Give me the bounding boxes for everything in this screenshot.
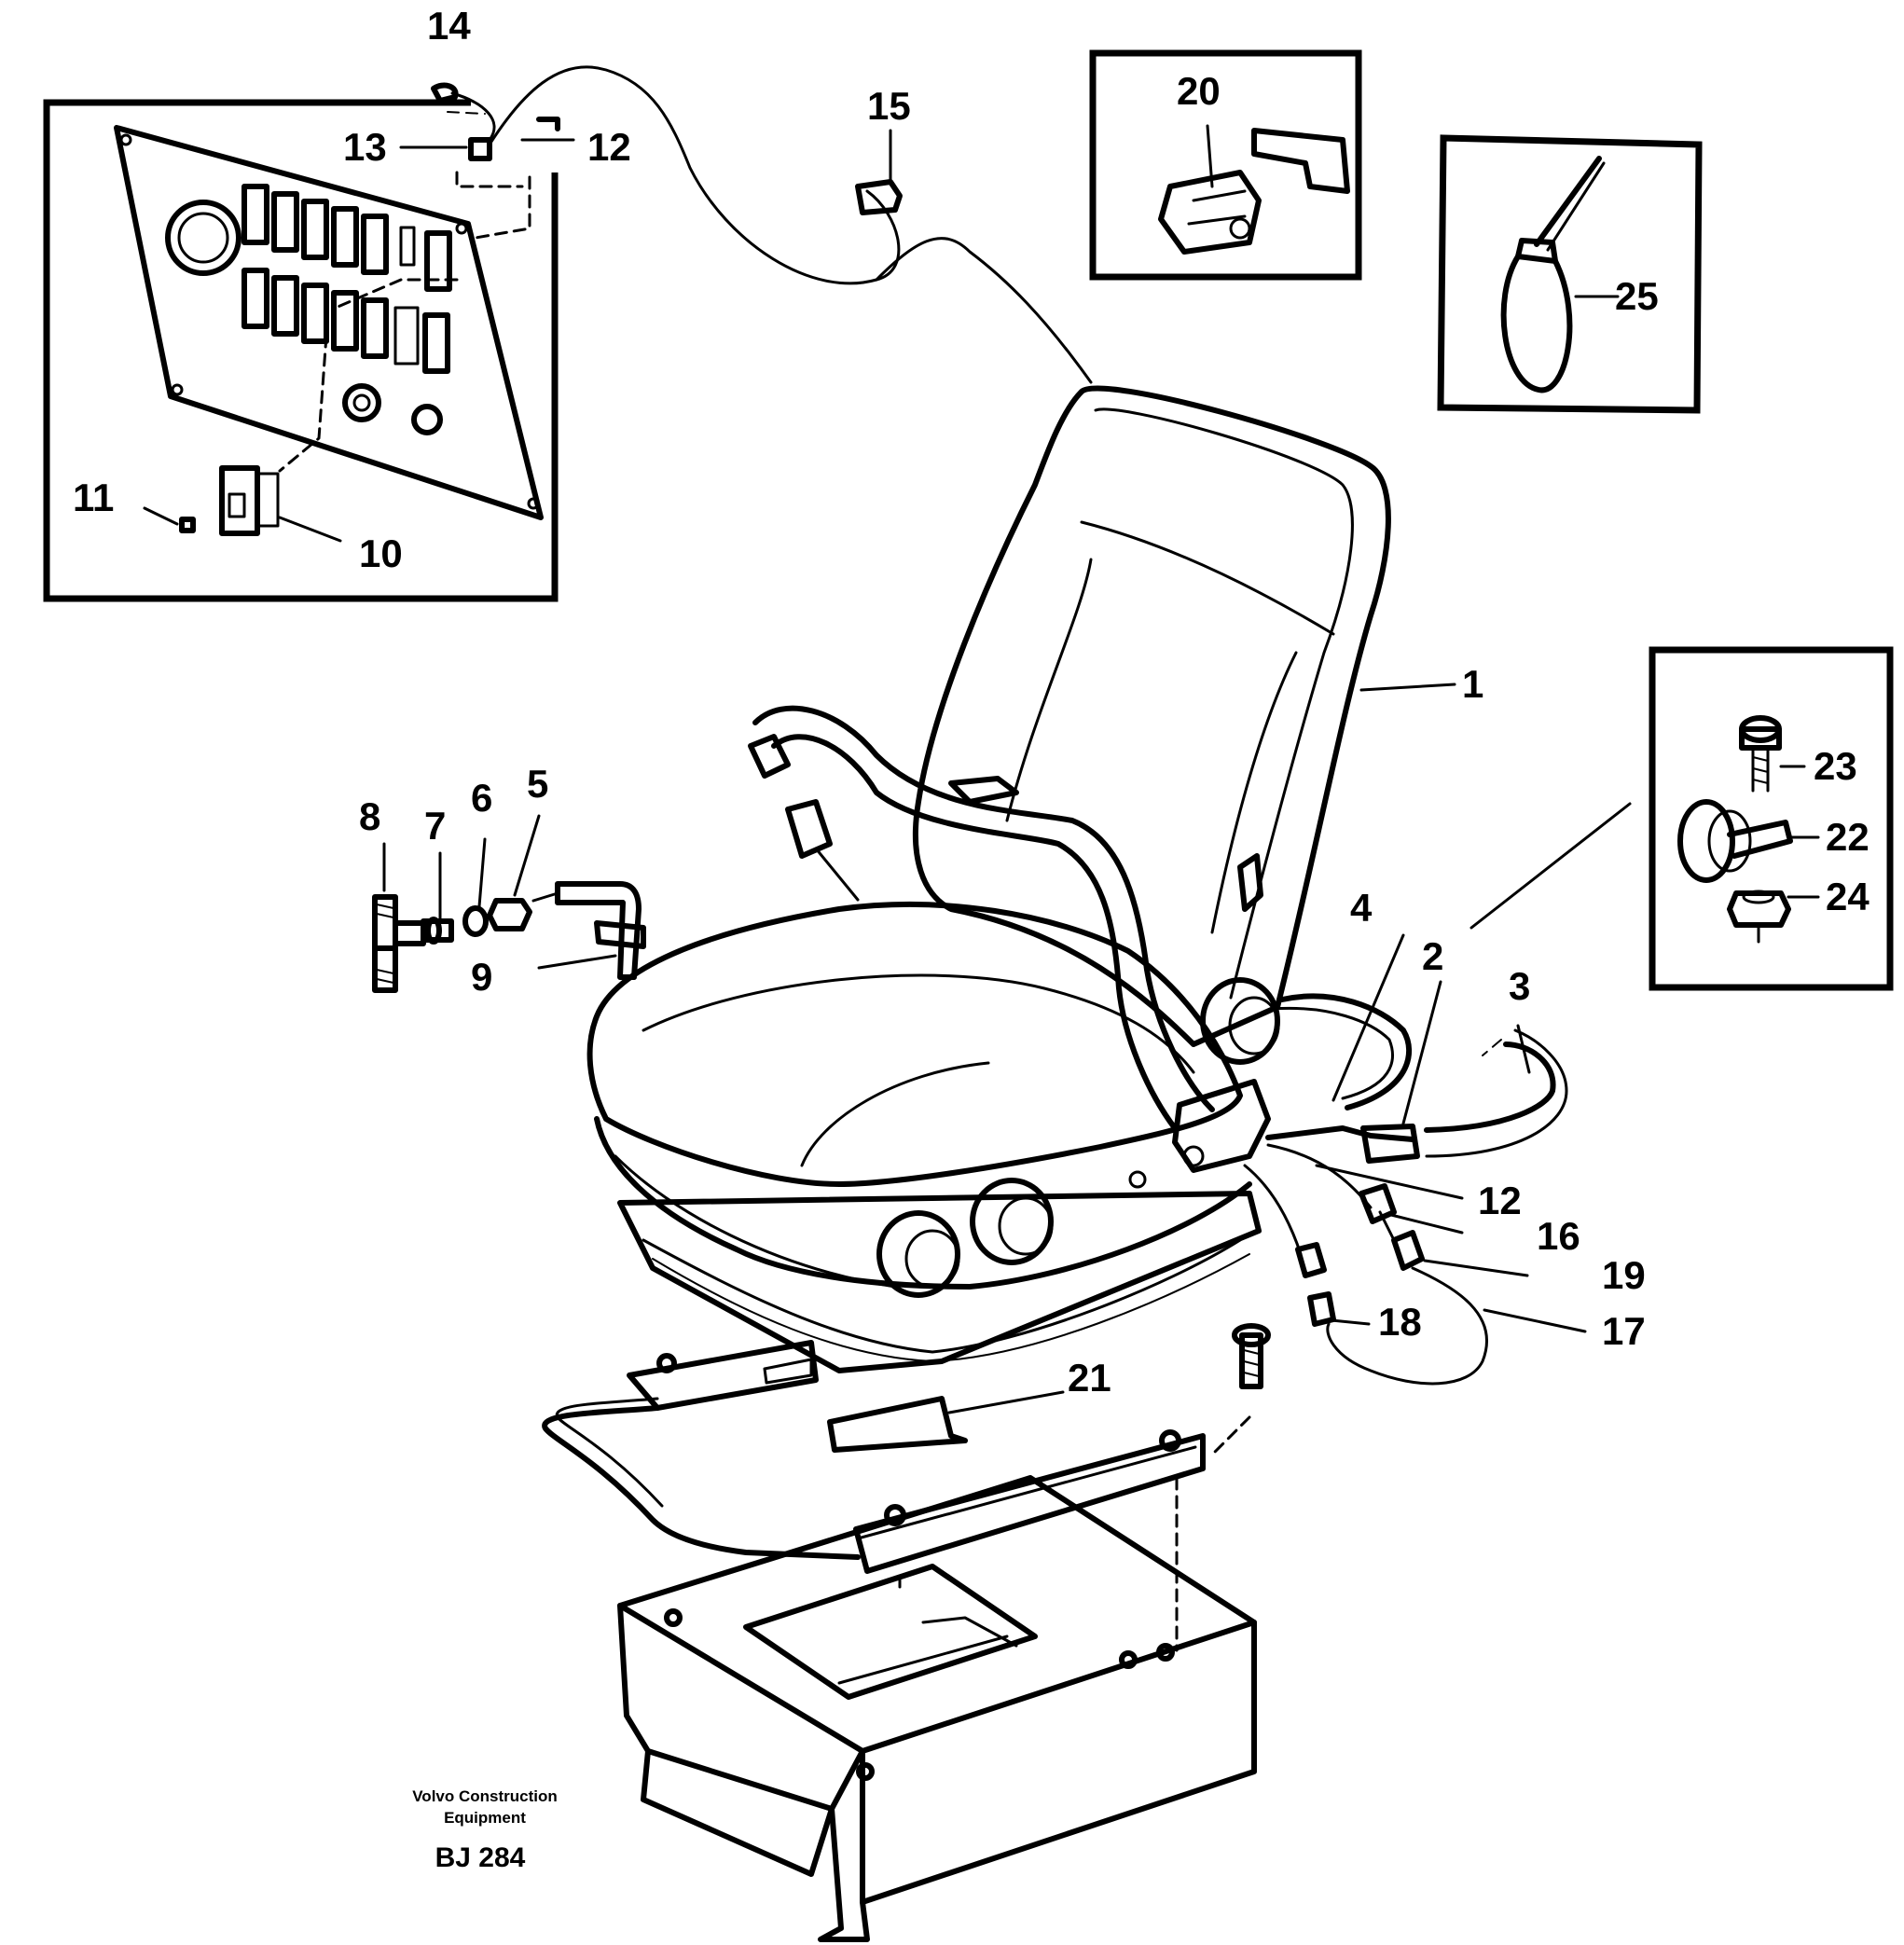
seat-rails bbox=[542, 1323, 1271, 1652]
clip-icon bbox=[1158, 128, 1350, 255]
callout-3: 3 bbox=[1509, 964, 1530, 1008]
adjustment-knob-back bbox=[1200, 977, 1280, 1065]
slide-rail-right bbox=[853, 1433, 1206, 1574]
switch-row-upper bbox=[241, 184, 452, 292]
connector-19 bbox=[1391, 1230, 1425, 1271]
backrest-handle bbox=[1237, 853, 1263, 912]
hose-3 bbox=[1424, 1041, 1556, 1133]
callout-15: 15 bbox=[867, 84, 911, 128]
nut-24-icon bbox=[1727, 890, 1791, 944]
belt-buckle bbox=[785, 799, 833, 859]
callout-18: 18 bbox=[1378, 1300, 1422, 1344]
callout-8: 8 bbox=[359, 794, 380, 838]
release-bar bbox=[542, 1405, 861, 1560]
harness-top bbox=[399, 65, 1093, 384]
callout-12-side: 12 bbox=[1478, 1179, 1522, 1222]
knob-icon bbox=[411, 404, 443, 435]
callout-labels: 14 13 12 15 20 25 11 10 1 23 22 24 8 7 6… bbox=[73, 4, 1870, 1400]
gauge-icon bbox=[165, 200, 241, 276]
callout-16: 16 bbox=[1537, 1214, 1580, 1258]
callout-1: 1 bbox=[1462, 662, 1483, 706]
callout-14: 14 bbox=[427, 4, 471, 48]
callout-21: 21 bbox=[1068, 1356, 1111, 1400]
callout-9: 9 bbox=[471, 955, 492, 999]
connector-18 bbox=[1307, 1291, 1336, 1327]
mount-inset bbox=[1469, 646, 1894, 991]
callout-13: 13 bbox=[343, 125, 387, 169]
callout-11: 11 bbox=[73, 476, 114, 519]
callout-4: 4 bbox=[1350, 886, 1373, 930]
clip-9 bbox=[594, 920, 646, 949]
company-name-line1: Volvo Construction bbox=[412, 1787, 558, 1805]
seat-belt bbox=[752, 705, 1215, 1112]
connector-17 bbox=[1295, 1242, 1327, 1278]
side-wiring bbox=[1243, 933, 1587, 1386]
knob-icon bbox=[342, 383, 381, 422]
connector-15 bbox=[855, 129, 903, 215]
instrument-panel bbox=[114, 125, 544, 520]
callout-6: 6 bbox=[471, 776, 492, 820]
bolt-23-icon bbox=[1739, 715, 1782, 793]
callout-7: 7 bbox=[424, 804, 446, 848]
hose-9 bbox=[555, 881, 642, 980]
callout-2: 2 bbox=[1422, 934, 1443, 978]
callout-20: 20 bbox=[1177, 69, 1221, 113]
connector-13 bbox=[468, 137, 492, 161]
clamp-22-icon bbox=[1677, 799, 1793, 883]
callout-22: 22 bbox=[1826, 815, 1870, 859]
nut-5 bbox=[487, 898, 532, 931]
clip-inset bbox=[1089, 49, 1362, 281]
washer-6 bbox=[462, 905, 489, 937]
drawing-caption: Volvo Construction Equipment BJ 284 bbox=[412, 1787, 558, 1873]
adjustment-knob-left bbox=[876, 1210, 960, 1298]
hose-fittings bbox=[372, 814, 646, 993]
handle-21 bbox=[827, 1396, 968, 1453]
callout-23: 23 bbox=[1814, 744, 1857, 788]
sensor-2 bbox=[1265, 1125, 1415, 1142]
slide-rail-left bbox=[627, 1340, 819, 1411]
terminal-12 bbox=[536, 117, 560, 131]
belt-retractor bbox=[1172, 1079, 1271, 1173]
callout-24: 24 bbox=[1826, 875, 1870, 918]
seat-bracket bbox=[617, 1475, 1257, 1942]
switch-row-lower bbox=[241, 268, 450, 374]
company-name-line2: Equipment bbox=[444, 1809, 526, 1827]
callout-25: 25 bbox=[1615, 274, 1659, 318]
bolt-icon bbox=[1210, 1323, 1271, 1456]
drawing-code: BJ 284 bbox=[435, 1842, 526, 1873]
switch-lens bbox=[179, 517, 196, 533]
callout-10: 10 bbox=[359, 531, 403, 575]
belt-tongue bbox=[748, 734, 791, 779]
callout-17: 17 bbox=[1602, 1309, 1646, 1353]
rocker-switch bbox=[219, 465, 280, 536]
callout-19: 19 bbox=[1602, 1253, 1646, 1297]
connector-14 bbox=[431, 82, 459, 103]
cable-tie-icon bbox=[1500, 156, 1606, 393]
callout-12-top: 12 bbox=[587, 125, 631, 169]
operator-seat bbox=[586, 385, 1456, 1373]
dashboard-panel-inset bbox=[43, 99, 559, 602]
callout-5: 5 bbox=[527, 762, 548, 806]
nipple-7 bbox=[421, 917, 454, 945]
cable-tie-inset bbox=[1437, 134, 1703, 414]
connector-16 bbox=[1359, 1183, 1397, 1224]
adjustment-knob-right bbox=[970, 1178, 1054, 1265]
tee-fitting-8 bbox=[372, 894, 426, 993]
hose-4 bbox=[1279, 993, 1413, 1110]
bracket-cutout bbox=[743, 1564, 1038, 1700]
